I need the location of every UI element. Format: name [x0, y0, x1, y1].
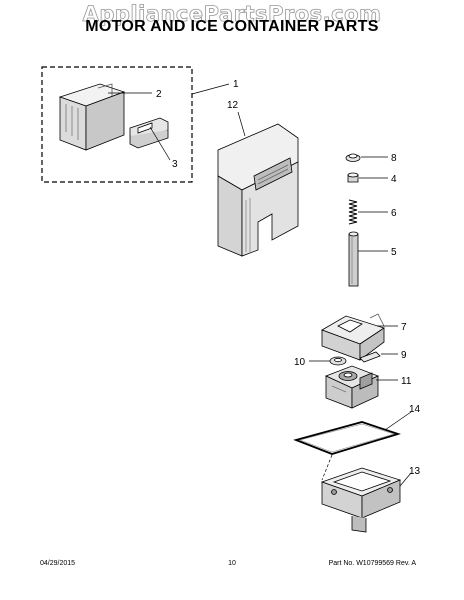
- callout-9: 9: [401, 350, 407, 361]
- assembly-box-part-1: [41, 66, 193, 183]
- callout-2: 2: [156, 89, 162, 100]
- part-6-spring: [348, 199, 358, 225]
- leader-lines: [108, 83, 412, 487]
- footer-part-number: Part No. W10799569 Rev. A: [328, 560, 416, 567]
- part-8-cap: [345, 153, 361, 162]
- part-2-bracket: [58, 83, 126, 151]
- callout-4: 4: [391, 174, 397, 185]
- part-10-washer: [329, 356, 347, 366]
- part-12-ice-container-housing: [217, 123, 299, 257]
- footer-date: 04/29/2015: [40, 560, 76, 567]
- part-4-bushing: [347, 172, 359, 183]
- page-title: MOTOR AND ICE CONTAINER PARTS: [85, 18, 379, 35]
- watermark-text: AppliancePartsPros.com: [82, 2, 382, 27]
- part-11-auger-motor: [324, 365, 380, 409]
- callout-3: 3: [172, 159, 178, 170]
- part-14-gasket: [293, 421, 401, 455]
- callout-1: 1: [233, 79, 239, 90]
- callout-10: 10: [294, 357, 306, 368]
- callout-11: 11: [401, 376, 412, 387]
- part-3-clip: [129, 117, 169, 149]
- callout-12: 12: [227, 100, 239, 111]
- callout-6: 6: [391, 208, 397, 219]
- part-7-motor-cover: [321, 313, 385, 361]
- part-13-motor-housing: [320, 467, 402, 533]
- callout-7: 7: [401, 322, 407, 333]
- callout-5: 5: [391, 247, 397, 258]
- part-5-shaft: [348, 231, 359, 287]
- part-9-gasket: [359, 351, 381, 363]
- callout-14: 14: [409, 404, 421, 415]
- callout-8: 8: [391, 153, 397, 164]
- footer-page-number: 10: [228, 560, 236, 567]
- callout-13: 13: [409, 466, 421, 477]
